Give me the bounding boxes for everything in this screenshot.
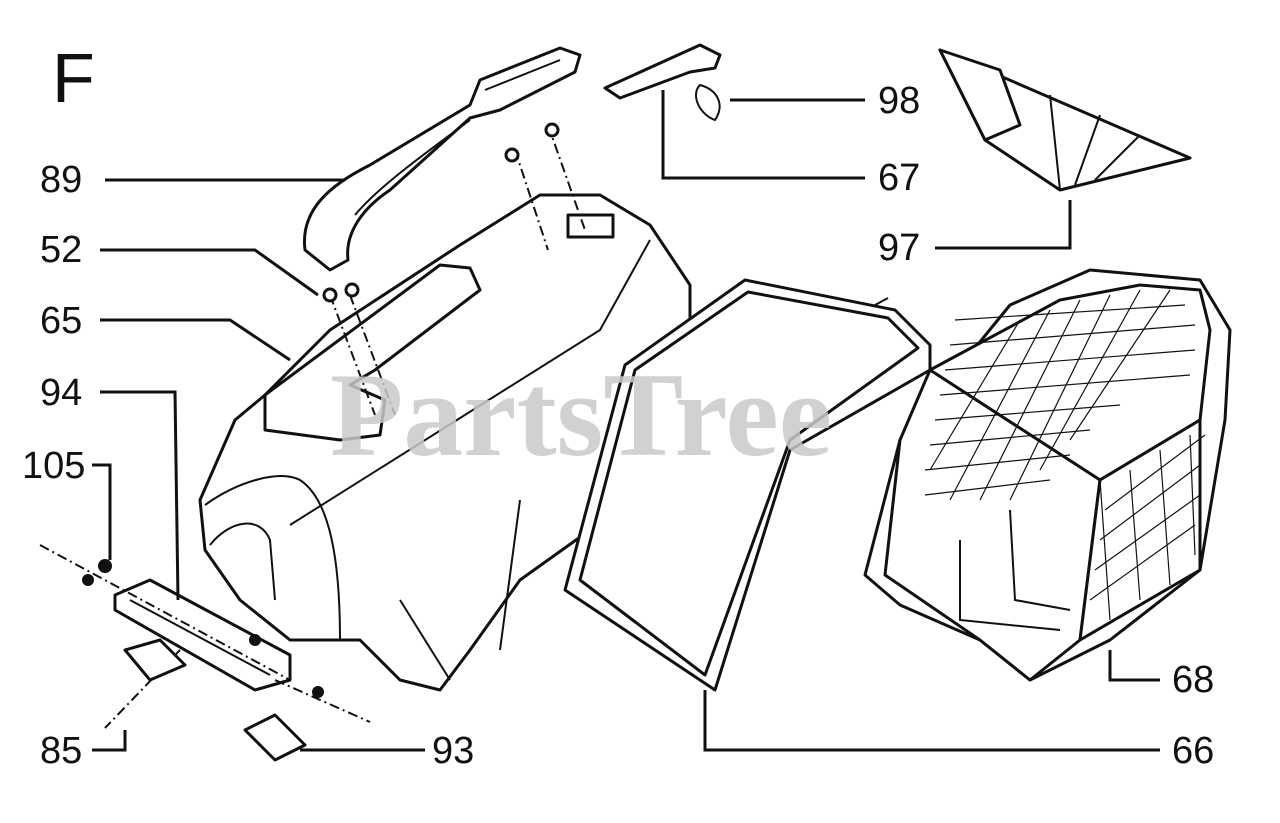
watermark-text: PartsTree [330,348,832,481]
callout-67: 67 [878,157,920,199]
callout-65: 65 [40,300,82,342]
callout-85: 85 [40,730,82,772]
callout-93: 93 [432,730,474,772]
callout-97: 97 [878,227,920,269]
basket-mesh-pattern [924,289,1206,621]
callout-89: 89 [40,159,82,201]
callout-105: 105 [22,445,85,487]
mesh-basket-part [863,268,1232,682]
callout-94: 94 [40,372,82,414]
handle-part [302,46,582,272]
handle-screws [322,122,586,416]
leader-lines [92,90,1160,752]
callout-98: 98 [878,80,920,122]
callout-52: 52 [40,229,82,271]
bag-top-cover-part [938,48,1192,192]
gasket-frame-part [563,278,932,692]
section-letter: F [52,39,95,117]
callout-68: 68 [1172,659,1214,701]
callout-66: 66 [1172,730,1214,772]
cover-clip-part [603,43,722,122]
bracket-assembly-part [39,544,371,762]
